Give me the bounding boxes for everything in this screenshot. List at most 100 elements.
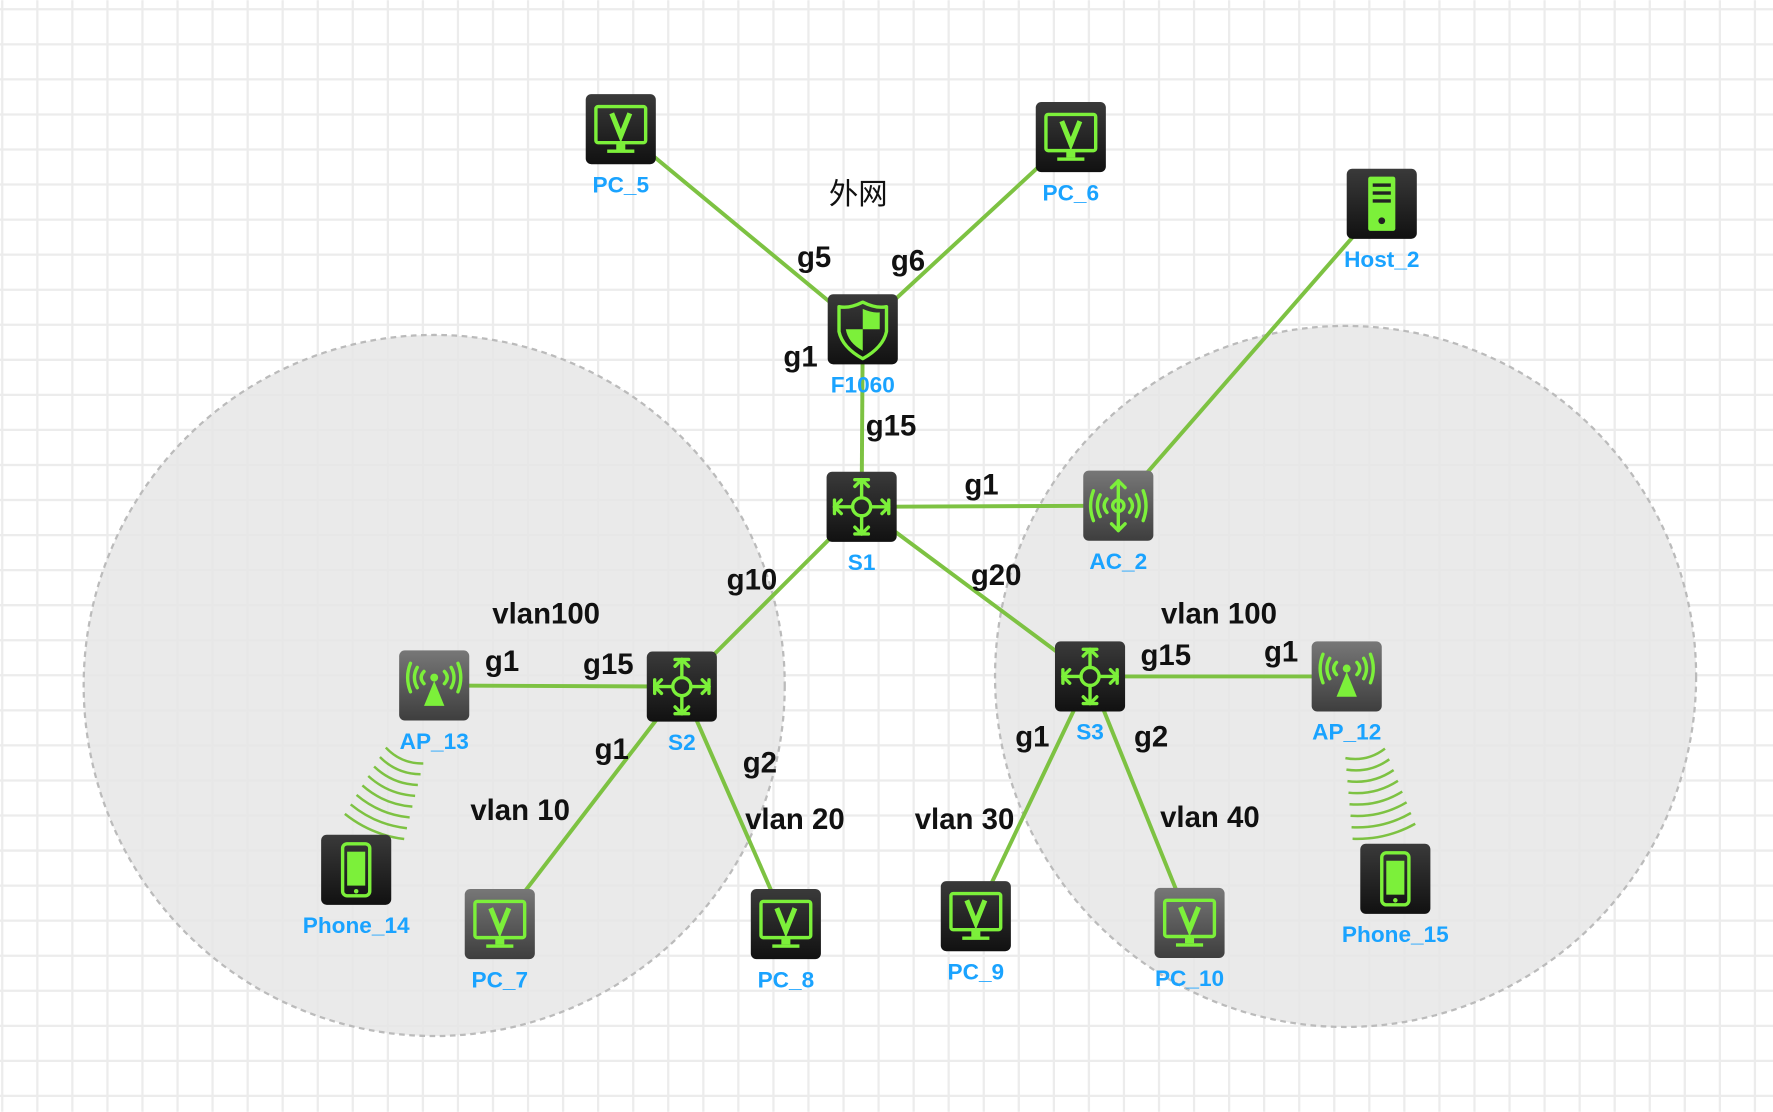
link-S2-PC_8[interactable] (680, 685, 788, 925)
wireless-wave (349, 803, 408, 830)
node-label: PC_5 (592, 172, 649, 197)
node-S2[interactable]: S2 (646, 651, 717, 755)
node-label: PC_6 (1043, 180, 1100, 205)
node-label: S2 (668, 730, 696, 755)
ac-icon (1088, 479, 1148, 533)
node-label: S1 (848, 550, 876, 575)
vlan-label: vlan100 (492, 597, 600, 630)
wireless-wave (355, 794, 410, 819)
wireless-wave (1347, 769, 1395, 783)
pc-icon (1162, 898, 1217, 947)
wireless-wave (373, 765, 418, 787)
phone-icon (340, 842, 372, 898)
port-label: g10 (727, 563, 778, 596)
node-S3[interactable]: S3 (1054, 641, 1126, 745)
node-AP_12[interactable]: AP_12 (1311, 641, 1382, 745)
port-label: g20 (971, 559, 1022, 592)
zone-label: 外网 (829, 177, 888, 211)
link-AC_2-Host_2[interactable] (1116, 202, 1384, 507)
wireless-wave (367, 775, 416, 798)
pc-icon (1044, 112, 1098, 161)
pc-icon (759, 899, 813, 948)
port-label: g5 (797, 241, 831, 274)
wireless-wave (361, 784, 413, 808)
port-label: g2 (743, 747, 777, 780)
wireless-link-AP_13-Phone_14[interactable] (344, 746, 424, 841)
port-label: g1 (1015, 721, 1049, 754)
node-label: AP_12 (1312, 720, 1381, 745)
node-label: AC_2 (1089, 549, 1147, 574)
node-tile (646, 651, 717, 722)
node-PC_10[interactable]: PC_10 (1154, 887, 1225, 991)
node-label: PC_9 (948, 959, 1005, 984)
ap-icon (1318, 652, 1375, 697)
port-label: g15 (1140, 639, 1191, 672)
node-PC_9[interactable]: PC_9 (940, 881, 1011, 984)
port-label: g1 (1264, 636, 1298, 669)
node-label: AP_13 (400, 729, 469, 754)
vlan-label: vlan 30 (915, 803, 1015, 836)
node-label: Phone_15 (1342, 922, 1449, 947)
vlan-label: vlan 10 (470, 794, 570, 827)
pc-icon (594, 104, 648, 153)
wireless-wave (1346, 758, 1391, 772)
node-label: S3 (1076, 720, 1104, 745)
pc-icon (473, 899, 527, 948)
link-PC_5-F1060[interactable] (619, 127, 865, 331)
firewall-icon (837, 300, 889, 361)
wireless-link-AP_12-Phone_15[interactable] (1345, 747, 1416, 841)
node-AP_13[interactable]: AP_13 (399, 650, 470, 754)
ap-icon (405, 661, 463, 706)
port-label: g1 (485, 645, 519, 678)
link-S2-PC_7[interactable] (498, 685, 684, 926)
node-Host_2[interactable]: Host_2 (1344, 168, 1419, 272)
wireless-wave (379, 756, 421, 776)
node-PC_8[interactable]: PC_8 (750, 889, 821, 992)
link-S3-PC_10[interactable] (1088, 675, 1192, 924)
wireless-wave (384, 746, 424, 765)
node-S1[interactable]: S1 (826, 471, 897, 575)
node-label: PC_10 (1155, 966, 1224, 991)
vlan-label: vlan 100 (1161, 597, 1277, 630)
node-F1060[interactable]: F1060 (827, 294, 898, 398)
link-S1-AC_2[interactable] (861, 503, 1119, 509)
port-label: g1 (964, 468, 998, 501)
vlan-label: vlan 40 (1160, 801, 1260, 834)
pc-icon (949, 891, 1003, 940)
node-tile (826, 471, 897, 542)
node-PC_5[interactable]: PC_5 (585, 94, 656, 197)
wireless-wave (1351, 811, 1412, 829)
node-PC_7[interactable]: PC_7 (464, 889, 535, 992)
port-label: g6 (891, 244, 925, 277)
node-Phone_14[interactable]: Phone_14 (303, 834, 410, 938)
node-PC_6[interactable]: PC_6 (1035, 102, 1106, 205)
server-icon (1368, 176, 1396, 231)
switch-icon (832, 477, 891, 536)
port-label: g1 (595, 733, 629, 766)
port-label: g15 (866, 410, 917, 443)
wireless-wave (1350, 801, 1408, 818)
annotations: 外网 g5 g6 g1 g15 g1 g10 g20 vlan100 g1 g15 g1 g2 vlan … (470, 177, 1298, 836)
wireless-wave (1352, 822, 1416, 841)
node-AC_2[interactable]: AC_2 (1083, 470, 1154, 574)
vlan-label: vlan 20 (745, 803, 845, 836)
node-label: PC_8 (758, 967, 815, 992)
port-label: g2 (1134, 721, 1168, 754)
link-S1-S3[interactable] (860, 505, 1092, 679)
switch-icon (653, 657, 711, 716)
wireless-wave (1345, 747, 1386, 761)
phone-icon (1380, 851, 1411, 907)
node-Phone_15[interactable]: Phone_15 (1342, 843, 1449, 947)
switch-icon (1061, 647, 1119, 706)
node-label: Host_2 (1344, 247, 1419, 272)
port-label: g15 (583, 648, 634, 681)
wireless-wave (1349, 790, 1403, 806)
node-label: Phone_14 (303, 913, 410, 938)
node-tile (1054, 641, 1126, 712)
node-label: PC_7 (472, 967, 529, 992)
link-PC_6-F1060[interactable] (861, 135, 1073, 331)
link-S2-AP_13[interactable] (434, 683, 682, 689)
link-S3-PC_9[interactable] (974, 675, 1092, 917)
